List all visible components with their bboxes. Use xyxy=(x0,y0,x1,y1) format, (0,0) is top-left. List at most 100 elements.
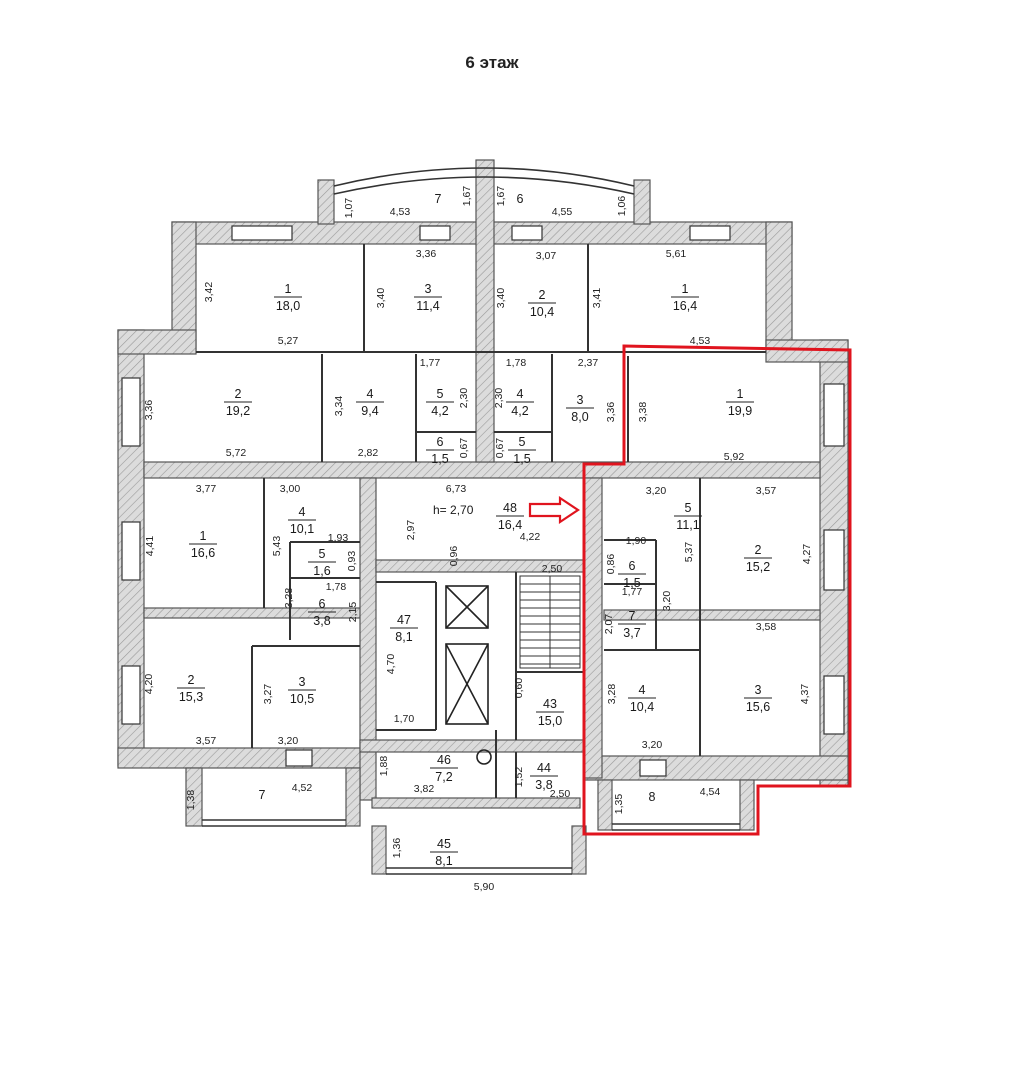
room-number: 2 xyxy=(539,288,546,302)
room-number: 7 xyxy=(435,192,442,206)
dimension-label: 1,70 xyxy=(394,713,415,725)
staircase xyxy=(519,575,581,669)
dimension-label: 3,57 xyxy=(756,485,777,497)
windows xyxy=(121,225,845,777)
dimension-label: 4,53 xyxy=(390,206,411,218)
entrance-arrow-icon xyxy=(528,495,580,525)
dimension-label: 3,82 xyxy=(414,783,435,795)
room-number: 4 xyxy=(517,387,524,401)
dimension-label: 1,67 xyxy=(495,186,507,207)
room-number: 3 xyxy=(755,683,762,697)
room-area: 19,9 xyxy=(728,404,752,418)
room-area: 16,4 xyxy=(673,299,697,313)
dimension-label: 3,20 xyxy=(661,591,673,612)
room-r7a: 73,7 xyxy=(618,609,646,640)
dimension-label: 4,52 xyxy=(292,782,313,794)
room-number: 5 xyxy=(685,501,692,515)
room-r4c: 410,1 xyxy=(288,505,316,536)
room-area: 10,5 xyxy=(290,692,314,706)
room-number: 3 xyxy=(425,282,432,296)
dimension-label: 3,42 xyxy=(203,282,215,303)
partitions xyxy=(196,244,766,798)
room-r2b: 219,2 xyxy=(224,387,252,418)
dimension-label: 3,36 xyxy=(416,248,437,260)
room-r2c: 215,3 xyxy=(177,673,205,704)
room-area: 11,1 xyxy=(676,518,699,532)
dimension-label: 1,06 xyxy=(616,196,628,217)
room-r6b: 63,8 xyxy=(308,597,336,628)
room-number: 5 xyxy=(519,435,526,449)
room-area: 1,5 xyxy=(513,452,530,466)
dimension-label: 3,40 xyxy=(495,288,507,309)
dimension-label: 3,20 xyxy=(642,739,663,751)
room-number: 4 xyxy=(299,505,306,519)
dimension-label: 2,07 xyxy=(603,614,615,635)
dimension-label: 2,97 xyxy=(405,520,417,541)
room-number: 8 xyxy=(649,790,656,804)
dimension-label: 1,78 xyxy=(326,581,347,593)
dimension-label: 1,88 xyxy=(378,756,390,777)
room-r45: 458,1 xyxy=(430,837,458,868)
room-area: 3,8 xyxy=(535,778,552,792)
room-number: 7 xyxy=(629,609,636,623)
room-area: 7,2 xyxy=(435,770,452,784)
room-r5b: 51,5 xyxy=(508,435,536,466)
room-b6: 6 xyxy=(517,192,524,206)
dimension-label: 0,60 xyxy=(513,678,525,699)
room-r47: 478,1 xyxy=(390,613,418,644)
room-r3c: 310,5 xyxy=(288,675,316,706)
room-area: 8,0 xyxy=(571,410,588,424)
room-number: 3 xyxy=(299,675,306,689)
room-number: 1 xyxy=(682,282,689,296)
room-number: 48 xyxy=(503,501,517,515)
dimension-label: 1,67 xyxy=(461,186,473,207)
dimension-label: 2,50 xyxy=(542,563,563,575)
room-number: 3 xyxy=(577,393,584,407)
room-number: 5 xyxy=(437,387,444,401)
floor-title: 6 этаж xyxy=(465,53,519,72)
dimension-label: 3,38 xyxy=(637,402,649,423)
balconies xyxy=(202,167,740,875)
room-area: 19,2 xyxy=(226,404,250,418)
room-number: 4 xyxy=(639,683,646,697)
room-r1c: 119,9 xyxy=(726,387,754,418)
room-area: 4,2 xyxy=(511,404,528,418)
room-area: 15,0 xyxy=(538,714,562,728)
room-number: 2 xyxy=(755,543,762,557)
dimension-label: 3,34 xyxy=(333,396,345,417)
room-r6a: 61,5 xyxy=(426,435,454,466)
dimension-label: 1,77 xyxy=(420,357,441,369)
dimension-label: 3,77 xyxy=(196,483,217,495)
dimension-label: 3,00 xyxy=(280,483,301,495)
room-r5d: 511,1 xyxy=(674,501,702,532)
room-r6c: 61,5 xyxy=(618,559,646,590)
dimension-label: 4,54 xyxy=(700,786,721,798)
room-area: 11,4 xyxy=(416,299,439,313)
room-area: 1,5 xyxy=(623,576,640,590)
dimension-label: 2,30 xyxy=(458,388,470,409)
room-number: 47 xyxy=(397,613,411,627)
room-number: 2 xyxy=(188,673,195,687)
dimension-label: 2,50 xyxy=(550,788,571,800)
room-area: 1,6 xyxy=(313,564,330,578)
room-r1b: 116,4 xyxy=(671,282,699,313)
room-area: 3,7 xyxy=(623,626,640,640)
room-number: 6 xyxy=(319,597,326,611)
room-area: 3,8 xyxy=(313,614,330,628)
dimension-label: 2,37 xyxy=(578,357,599,369)
dimension-label: 1,90 xyxy=(626,535,647,547)
room-r4a: 49,4 xyxy=(356,387,384,418)
room-number: 6 xyxy=(517,192,524,206)
dimension-label: 4,41 xyxy=(144,536,156,557)
room-number: 4 xyxy=(367,387,374,401)
dimension-label: 5,37 xyxy=(683,542,695,563)
dimension-label: 0,93 xyxy=(346,551,358,572)
room-area: 18,0 xyxy=(276,299,300,313)
room-area: 9,4 xyxy=(361,404,378,418)
room-b8: 8 xyxy=(649,790,656,804)
dimension-label: 0,67 xyxy=(458,438,470,459)
room-area: 8,1 xyxy=(395,630,412,644)
dimension-label: 0,86 xyxy=(605,554,617,575)
